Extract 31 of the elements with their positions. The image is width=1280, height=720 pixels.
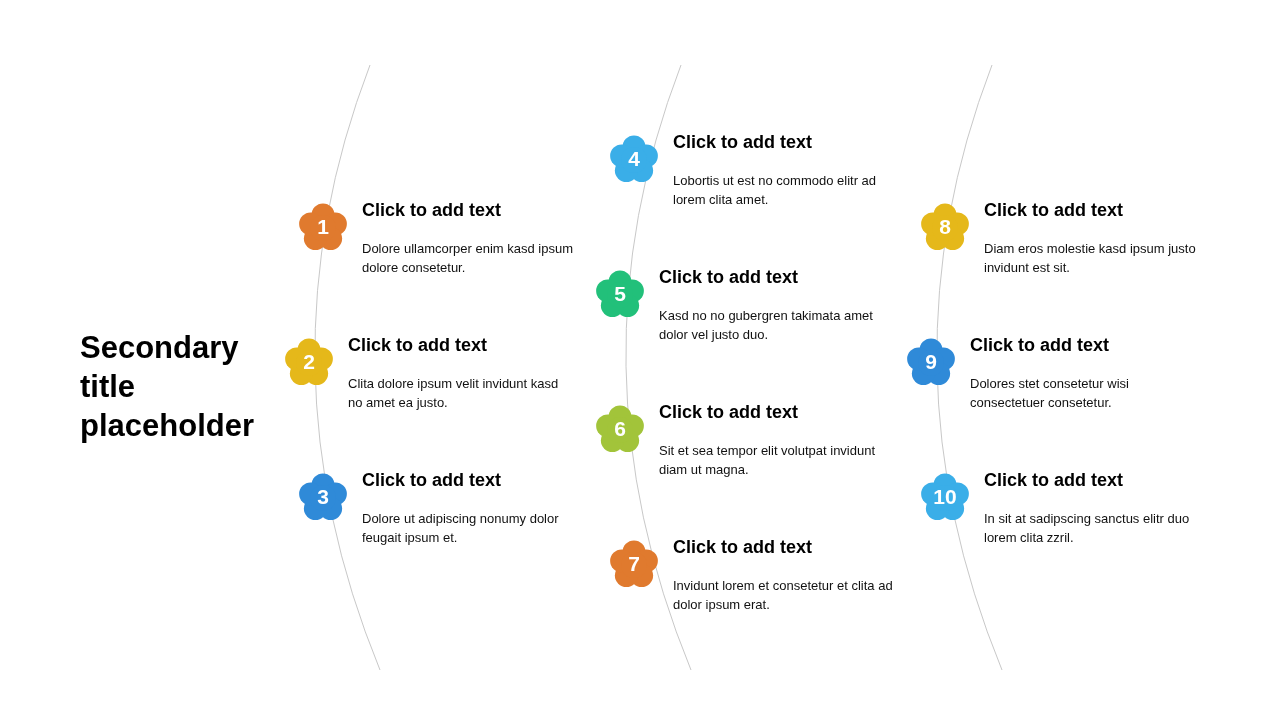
item-heading: Click to add text [362, 470, 502, 491]
item-heading: Click to add text [970, 335, 1110, 356]
item-heading: Click to add text [984, 200, 1124, 221]
item-description: Clita dolore ipsum velit invidunt kasd no amet ea justo. [348, 375, 560, 412]
item-description: Dolores stet consetetur wisi consectetuer consetetur. [970, 375, 1130, 412]
step-number: 1 [317, 216, 329, 238]
item-heading: Click to add text [673, 132, 813, 153]
step-number: 4 [628, 148, 640, 170]
step-number: 8 [939, 216, 951, 238]
item-description: In sit at sadipscing sanctus elitr duo lorem clita zzril. [984, 510, 1191, 547]
title: Secondary title placeholder [80, 329, 255, 445]
step-number: 6 [614, 418, 626, 440]
item-description: Invidunt lorem et consetetur et clita ad dolor ipsum erat. [673, 577, 894, 614]
item-heading: Click to add text [673, 537, 813, 558]
item-description: Diam eros molestie kasd ipsum justo invidunt est sit. [984, 240, 1197, 277]
item-heading: Click to add text [659, 402, 799, 423]
item-description: Sit et sea tempor elit volutpat invidunt diam ut magna. [659, 442, 877, 479]
step-number: 2 [303, 351, 315, 373]
step-number: 3 [317, 486, 329, 508]
item-heading: Click to add text [984, 470, 1124, 491]
item-description: Kasd no no gubergren takimata amet dolor vel justo duo. [659, 307, 874, 344]
item-description: Dolore ut adipiscing nonumy dolor feugait ipsum et. [362, 510, 560, 547]
step-number: 7 [628, 553, 640, 575]
item-description: Dolore ullamcorper enim kasd ipsum dolore consetetur. [362, 240, 574, 277]
step-number: 9 [925, 351, 937, 373]
step-number: 10 [933, 486, 957, 508]
step-number: 5 [614, 283, 626, 305]
item-heading: Click to add text [348, 335, 488, 356]
item-description: Lobortis ut est no commodo elitr ad lorem clita amet. [673, 172, 878, 209]
item-heading: Click to add text [659, 267, 799, 288]
item-heading: Click to add text [362, 200, 502, 221]
